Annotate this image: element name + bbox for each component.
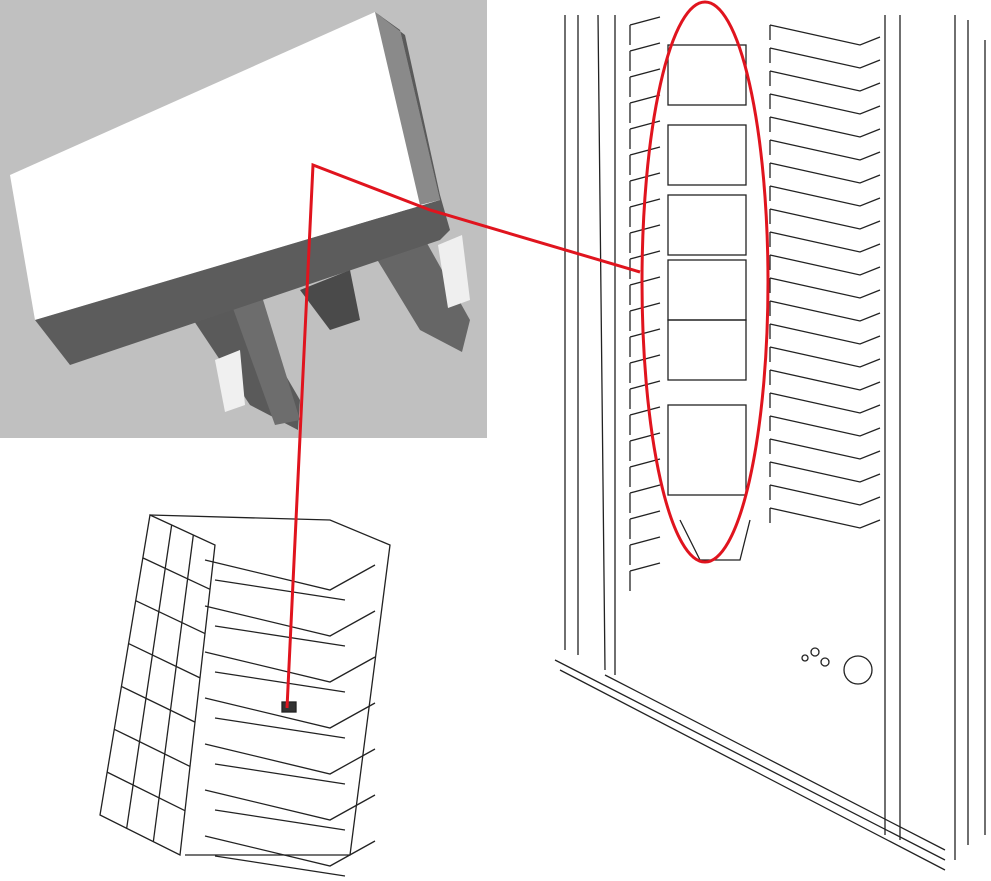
tape-drive [667, 194, 747, 256]
floor-hole [843, 655, 873, 685]
magazine-slots [204, 559, 376, 877]
magazine-outline [149, 514, 391, 856]
tape-drive [667, 404, 747, 496]
callouts [285, 0, 770, 709]
drive-mount-bracket [679, 519, 751, 561]
tape-shelf [629, 276, 661, 305]
tape-shelf [629, 510, 661, 539]
tape-shelf [629, 328, 661, 357]
tape-shelf [769, 507, 881, 529]
tape-shelf [769, 47, 881, 69]
tape-shelf [629, 146, 661, 175]
grid-line [135, 600, 206, 635]
tape-shelf [769, 323, 881, 345]
tape-shelf [629, 224, 661, 253]
grid-line [106, 771, 186, 812]
tape-drive [667, 44, 747, 106]
tape-shelf [769, 254, 881, 276]
floor-hole-small [810, 647, 820, 657]
tape-shelf [629, 94, 661, 123]
tape-shelf [629, 484, 661, 513]
callout-leader-line [285, 162, 641, 709]
grid-line [152, 534, 194, 842]
tape-shelf [769, 438, 881, 460]
tape-shelf [769, 484, 881, 506]
tape-shelf [629, 302, 661, 331]
magazine-slot [204, 559, 376, 601]
tape-shelf [769, 392, 881, 414]
magazine-slot [204, 605, 376, 647]
tape-shelf [629, 68, 661, 97]
highlighted-part [281, 701, 297, 713]
magazine-slot [204, 743, 376, 785]
tape-shelf [629, 120, 661, 149]
tape-shelf [629, 562, 661, 591]
magazine-slot [204, 651, 376, 693]
prong-left-face [230, 290, 300, 425]
grid-line [121, 685, 196, 723]
tape-drive [667, 124, 747, 186]
block-edge [375, 12, 450, 240]
right-tape-shelves [769, 24, 881, 529]
grid-line [126, 524, 173, 829]
part-render-inset [0, 0, 487, 438]
tape-shelf [769, 346, 881, 368]
tape-shelf [769, 93, 881, 115]
prong-right-tip [438, 235, 470, 308]
tape-shelf [769, 208, 881, 230]
grid-line [142, 557, 211, 590]
magazine-grid-lines [106, 524, 211, 842]
block-top-face [10, 12, 440, 320]
tape-shelf [769, 116, 881, 138]
tape-shelf [769, 369, 881, 391]
block-side-face [375, 12, 440, 205]
block-front-face [35, 200, 440, 365]
tape-shelf [769, 162, 881, 184]
tape-shelf [629, 16, 661, 45]
tape-magazine [99, 514, 391, 877]
cabinet-right-frame [884, 15, 986, 860]
tape-drives [667, 44, 747, 496]
tape-shelf [769, 139, 881, 161]
tape-shelf [629, 406, 661, 435]
tape-shelf [769, 231, 881, 253]
tape-shelf [769, 461, 881, 483]
grid-line [128, 642, 201, 679]
grid-line [113, 728, 191, 768]
tape-drive [667, 319, 747, 381]
tape-shelf [629, 250, 661, 279]
tape-shelf [769, 70, 881, 92]
magazine-end-grid [99, 514, 216, 856]
cabinet-left-frame [564, 14, 616, 675]
tape-shelf [769, 300, 881, 322]
cabinet-floor-edge [554, 659, 946, 871]
tape-library-cabinet [554, 14, 986, 871]
left-tape-shelves [629, 16, 661, 591]
magazine-slot [204, 835, 376, 877]
prong-tip-light [215, 350, 245, 412]
tape-shelf [769, 185, 881, 207]
magazine-slot [204, 697, 376, 739]
tape-shelf [769, 24, 881, 46]
floor-hole-small [820, 657, 830, 667]
tape-shelf [629, 536, 661, 565]
tape-shelf [629, 42, 661, 71]
magazine-slot [204, 789, 376, 831]
tape-shelf [769, 415, 881, 437]
floor-hole-small [801, 654, 809, 662]
tape-shelf [769, 277, 881, 299]
tape-drive [667, 259, 747, 321]
drive-area-highlight-ellipse [640, 0, 770, 564]
tape-shelf [629, 432, 661, 461]
center-cylinder [300, 270, 360, 330]
